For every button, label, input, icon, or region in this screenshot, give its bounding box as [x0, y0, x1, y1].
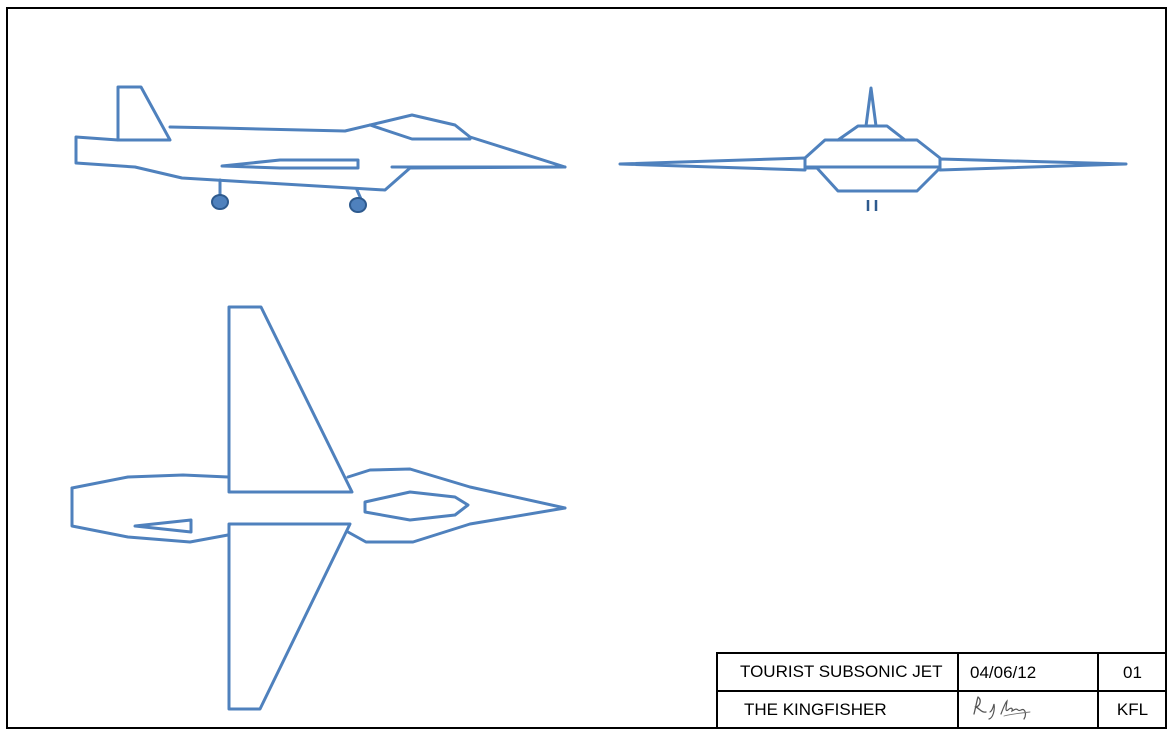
title-block-col-divider-2	[1097, 654, 1099, 728]
side-view	[74, 85, 567, 201]
title-block-date: 04/06/12	[970, 663, 1037, 682]
front-view-tail-fin	[864, 86, 878, 128]
top-view-forward-upper-fuselage	[346, 467, 567, 510]
top-view-upper-wing	[227, 305, 354, 494]
title-block-row-divider	[718, 690, 1166, 692]
title-block-sheet-number: 01	[1123, 663, 1142, 682]
side-view-upper-fuselage	[74, 113, 567, 192]
front-view	[618, 86, 1128, 193]
title-block-col-divider-1	[957, 654, 959, 728]
title-block-initials: KFL	[1116, 700, 1149, 719]
front-view-canopy	[836, 124, 907, 142]
front-view-right-wing	[938, 157, 1128, 172]
top-view-lower-wing	[227, 522, 352, 711]
title-block: TOURIST SUBSONIC JET 04/06/12 01 THE KIN…	[716, 652, 1166, 728]
title-block-signature	[968, 692, 1095, 728]
top-view-lower-fuselage	[70, 486, 230, 544]
sheet-border	[6, 7, 1167, 729]
top-view-canopy	[363, 490, 470, 522]
top-view-tail-strake	[133, 518, 193, 534]
side-view-canopy	[368, 123, 472, 141]
side-view-front-wheel	[349, 197, 367, 213]
title-block-description: TOURIST SUBSONIC JET	[740, 662, 943, 681]
signature-mark	[973, 696, 1031, 720]
side-view-tail-fin	[116, 85, 172, 142]
title-block-name: THE KINGFISHER	[744, 700, 887, 719]
side-view-rear-wheel	[211, 194, 229, 210]
front-view-left-wing	[618, 156, 807, 172]
front-view-landing-gear	[866, 200, 878, 211]
top-view-forward-lower-fuselage	[346, 506, 567, 544]
side-view-wing-strake	[220, 158, 360, 170]
top-view-upper-fuselage	[70, 473, 230, 490]
top-view	[70, 305, 567, 711]
